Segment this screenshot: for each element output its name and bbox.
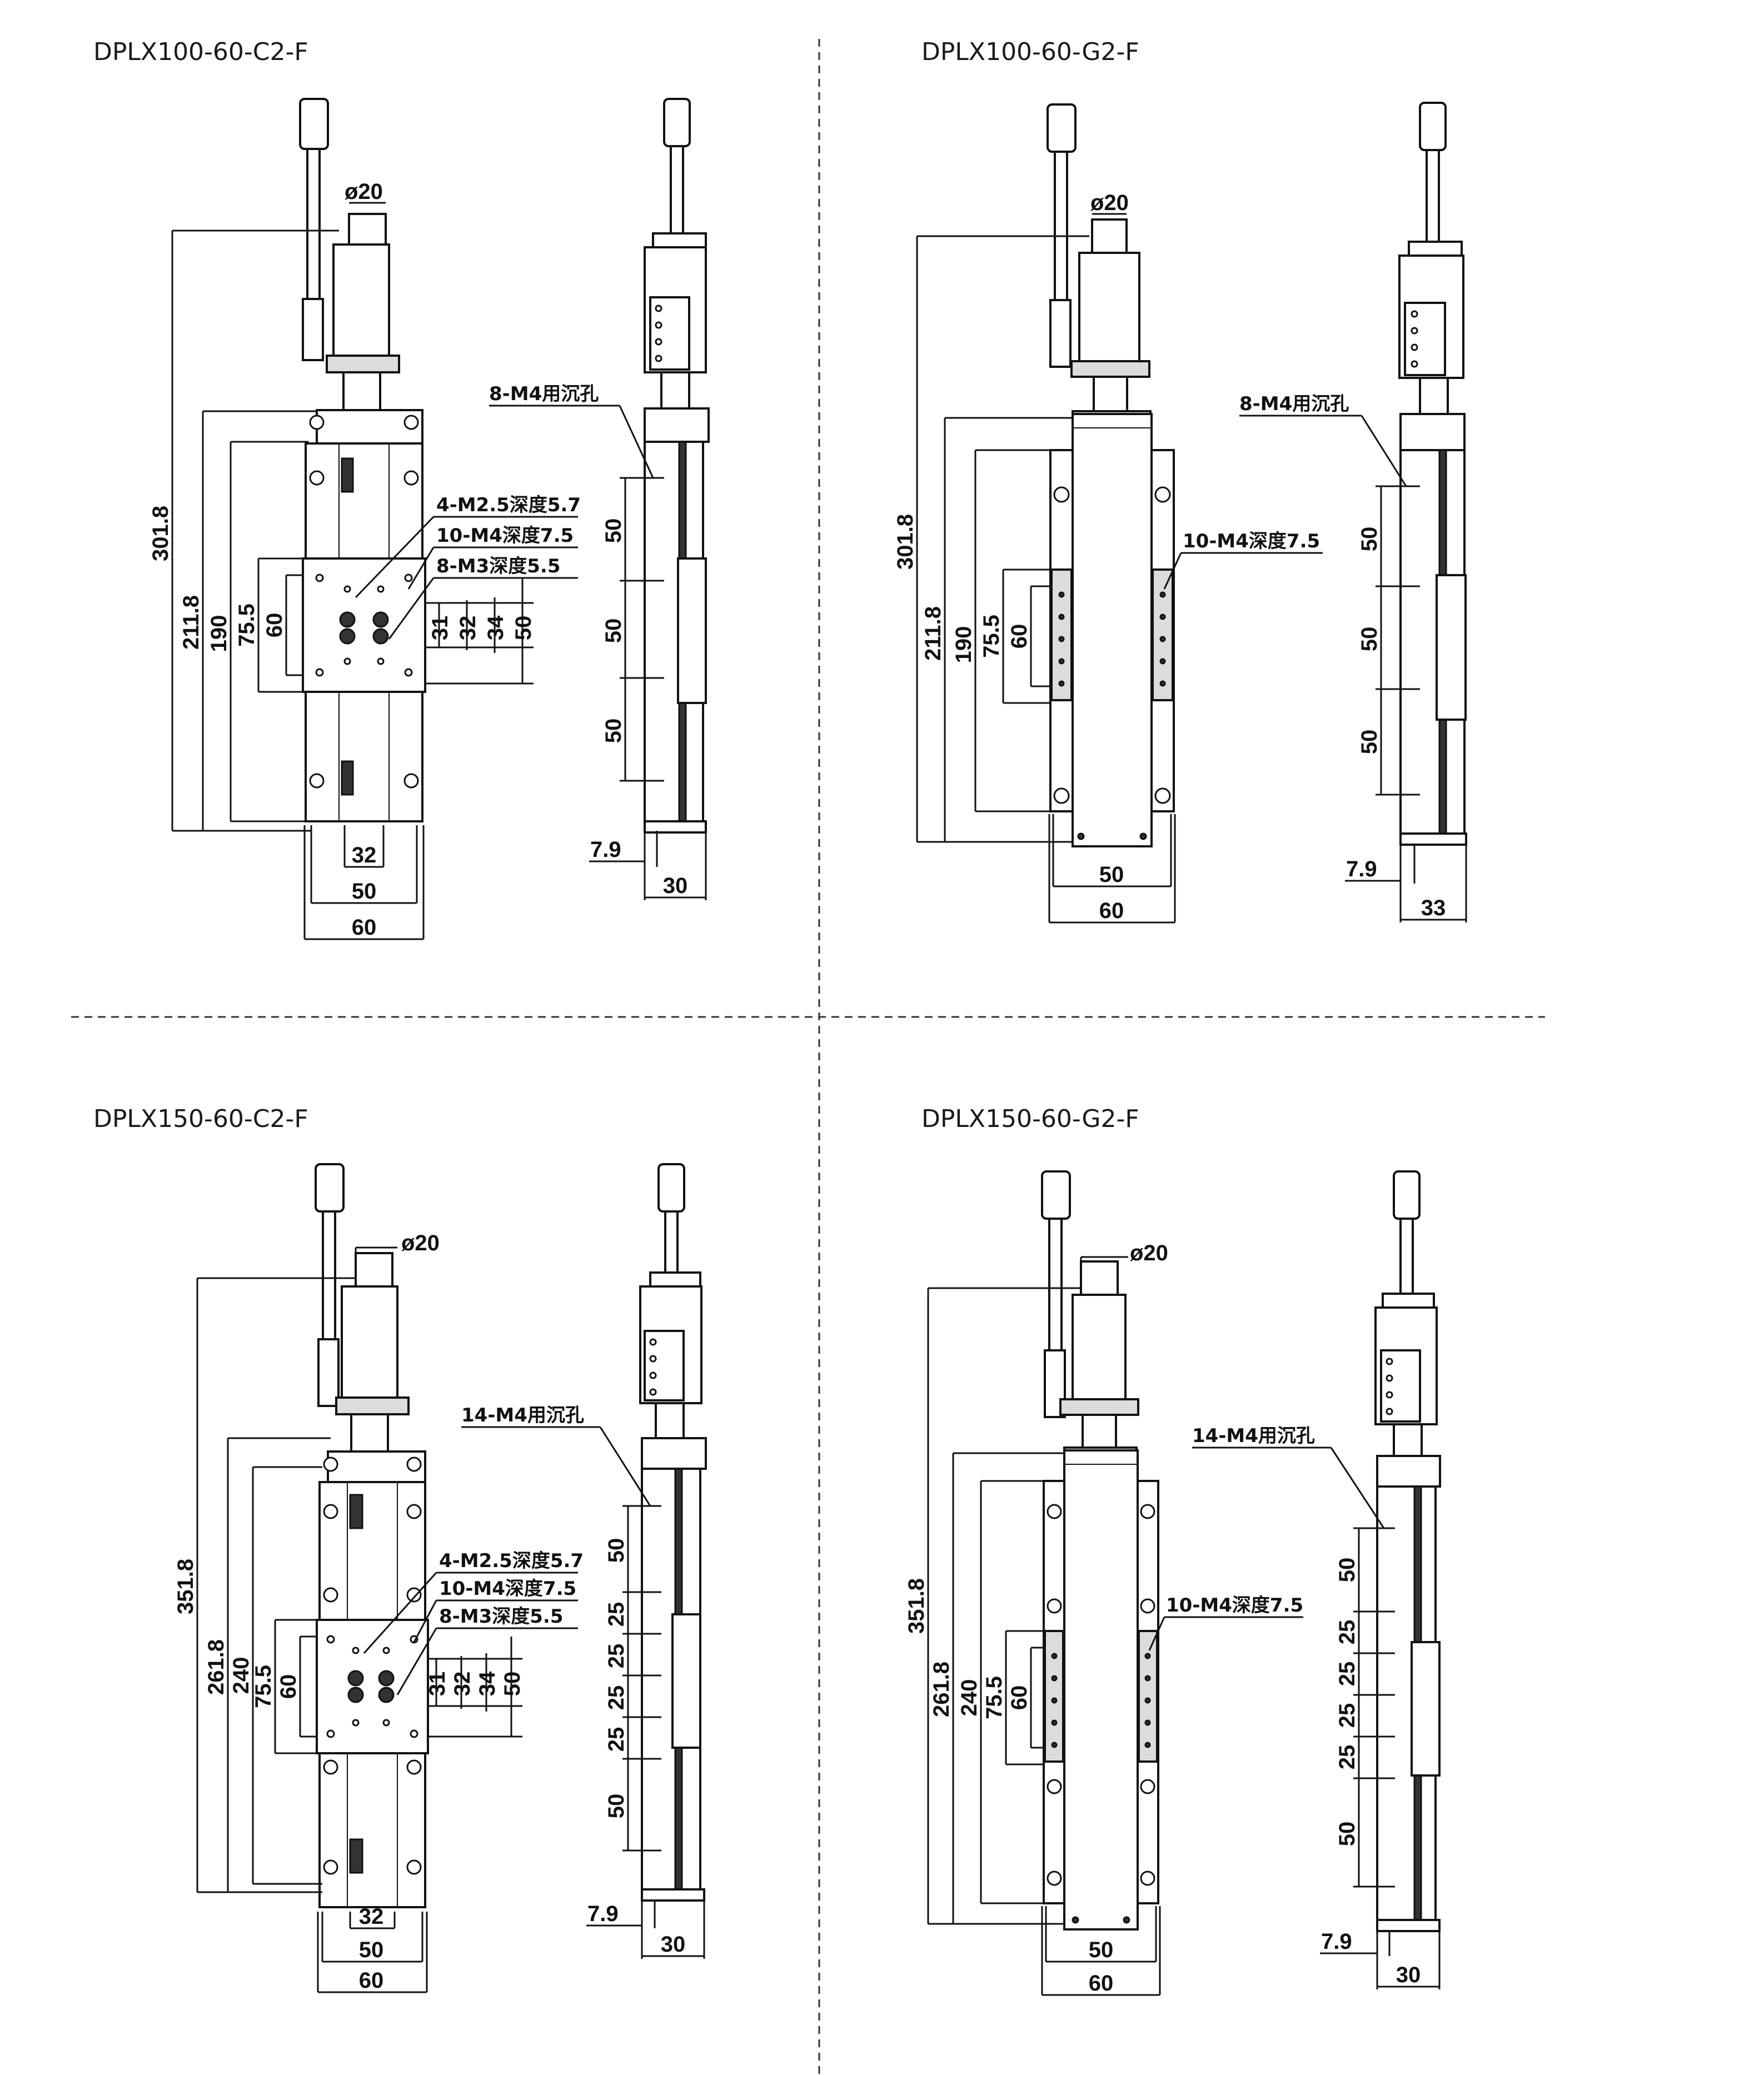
dim-bottom-2: 60	[1099, 899, 1124, 923]
panel-4: DPLX150-60-G2-F	[904, 1105, 1441, 1996]
side-note: 14-M4用沉孔	[1192, 1425, 1315, 1447]
side-view: 50 25 25 25 25 50 14-M4用沉孔 7.9 30	[1192, 1170, 1441, 1989]
panel-1: DPLX100-60-C2-F	[93, 38, 710, 940]
note-1: 4-M2.5深度5.7	[436, 494, 581, 516]
dim-right-1: 31	[428, 616, 452, 641]
dim-plate: 60	[1007, 1685, 1032, 1710]
dim-right-4: 50	[511, 616, 536, 641]
dim-bottom-2: 50	[359, 1938, 384, 1962]
side-width: 30	[661, 1932, 686, 1957]
dim-bottom-2: 60	[1089, 1971, 1114, 1996]
side-pitch-4: 25	[604, 1685, 629, 1710]
note-2: 10-M4深度7.5	[439, 1578, 576, 1600]
side-offset: 7.9	[1346, 857, 1377, 881]
dim-stroke: 190	[207, 615, 231, 652]
side-offset: 7.9	[590, 837, 621, 862]
dim-carriage: 75.5	[979, 615, 1004, 658]
note-2: 10-M4深度7.5	[436, 525, 574, 547]
dim-right-3: 34	[475, 1671, 500, 1696]
dim-overall: 351.8	[173, 1559, 198, 1614]
dim-plate: 60	[276, 1674, 301, 1699]
side-width: 30	[1396, 1963, 1421, 1987]
side-pitch-3: 50	[601, 719, 626, 744]
dim-stroke: 240	[229, 1657, 253, 1694]
side-note: 8-M4用沉孔	[1239, 393, 1349, 415]
side-offset: 7.9	[587, 1902, 619, 1926]
dim-plate: 60	[1007, 624, 1032, 649]
note-1: 10-M4深度7.5	[1166, 1594, 1303, 1617]
dim-overall: 301.8	[148, 506, 173, 561]
front-view: 301.8 211.8 190 75.5 60 ø20 10-M4深度7.5 5…	[893, 103, 1323, 924]
dim-overall: 301.8	[893, 514, 918, 570]
panel-title: DPLX100-60-G2-F	[921, 38, 1139, 66]
dim-bottom-2: 50	[352, 879, 377, 904]
dim-right-3: 34	[484, 615, 508, 640]
dim-right-1: 31	[425, 1672, 450, 1697]
side-pitch-2: 25	[604, 1602, 629, 1627]
dim-right-2: 32	[456, 616, 480, 641]
side-view: 50 50 50 8-M4用沉孔 7.9 30	[489, 98, 710, 900]
front-view: 301.8 211.8 190 75.5 60 ø20 31 32 34 50	[148, 98, 581, 940]
dim-bottom-1: 32	[352, 843, 377, 867]
side-pitch-6: 50	[1335, 1822, 1359, 1847]
dim-carriage: 75.5	[235, 603, 259, 647]
side-pitch-1: 50	[1357, 527, 1382, 552]
side-pitch-3: 25	[1335, 1662, 1359, 1687]
side-pitch-3: 25	[604, 1644, 629, 1669]
note-3: 8-M3深度5.5	[436, 555, 561, 577]
side-pitch-1: 50	[604, 1538, 629, 1563]
side-offset: 7.9	[1321, 1929, 1352, 1954]
side-pitch-6: 50	[604, 1794, 629, 1819]
dim-motor-diameter: ø20	[1130, 1241, 1168, 1265]
dim-bottom-1: 50	[1089, 1938, 1114, 1962]
dim-base: 261.8	[204, 1639, 228, 1695]
dim-motor-diameter: ø20	[401, 1231, 440, 1255]
side-width: 33	[1421, 896, 1446, 920]
dim-stroke: 190	[951, 626, 976, 664]
side-pitch-5: 25	[604, 1727, 629, 1752]
side-pitch-1: 50	[1335, 1558, 1359, 1583]
dim-stroke: 240	[957, 1679, 981, 1717]
side-note: 8-M4用沉孔	[489, 383, 599, 405]
dim-right-2: 32	[450, 1672, 475, 1697]
dim-base: 211.8	[179, 595, 203, 650]
dim-carriage: 75.5	[982, 1676, 1006, 1719]
dim-motor-diameter: ø20	[1090, 191, 1129, 215]
side-pitch-5: 25	[1335, 1745, 1359, 1770]
side-pitch-2: 25	[1335, 1620, 1359, 1645]
panel-title: DPLX150-60-G2-F	[921, 1105, 1139, 1133]
panel-2: DPLX100-60-G2-F	[893, 38, 1467, 924]
dim-overall: 351.8	[904, 1578, 929, 1634]
dim-bottom-3: 60	[359, 1968, 384, 1993]
side-width: 30	[663, 874, 688, 898]
dim-plate: 60	[262, 613, 287, 638]
dim-base: 211.8	[921, 606, 945, 661]
dim-bottom-3: 60	[352, 915, 377, 940]
panel-title: DPLX150-60-C2-F	[93, 1105, 308, 1133]
panel-3: DPLX150-60-C2-F	[93, 1105, 707, 1993]
dim-base: 261.8	[929, 1662, 954, 1717]
front-view: 351.8 261.8 240 75.5 60 ø20 10-M4深度7.5 5…	[904, 1170, 1303, 1996]
side-pitch-4: 25	[1335, 1703, 1359, 1728]
side-pitch-2: 50	[601, 618, 626, 644]
side-view: 50 25 25 25 25 50 14-M4用沉孔 7.9 30	[461, 1163, 707, 1959]
note-1: 10-M4深度7.5	[1183, 530, 1320, 552]
dim-right-4: 50	[500, 1672, 525, 1697]
dim-bottom-1: 50	[1099, 862, 1124, 887]
dim-motor-diameter: ø20	[345, 179, 383, 204]
panel-title: DPLX100-60-C2-F	[93, 38, 308, 66]
side-pitch-2: 50	[1357, 627, 1382, 652]
note-1: 4-M2.5深度5.7	[439, 1550, 584, 1572]
note-3: 8-M3深度5.5	[439, 1605, 564, 1628]
dim-carriage: 75.5	[251, 1665, 276, 1708]
side-pitch-3: 50	[1357, 730, 1382, 755]
front-view: 351.8 261.8 240 75.5 60 ø20 31 32 34 50 …	[173, 1163, 584, 1993]
dim-bottom-1: 32	[359, 1904, 384, 1929]
side-view: 50 50 50 8-M4用沉孔 7.9 33	[1239, 102, 1467, 922]
side-note: 14-M4用沉孔	[461, 1404, 584, 1426]
side-pitch-1: 50	[601, 518, 626, 543]
